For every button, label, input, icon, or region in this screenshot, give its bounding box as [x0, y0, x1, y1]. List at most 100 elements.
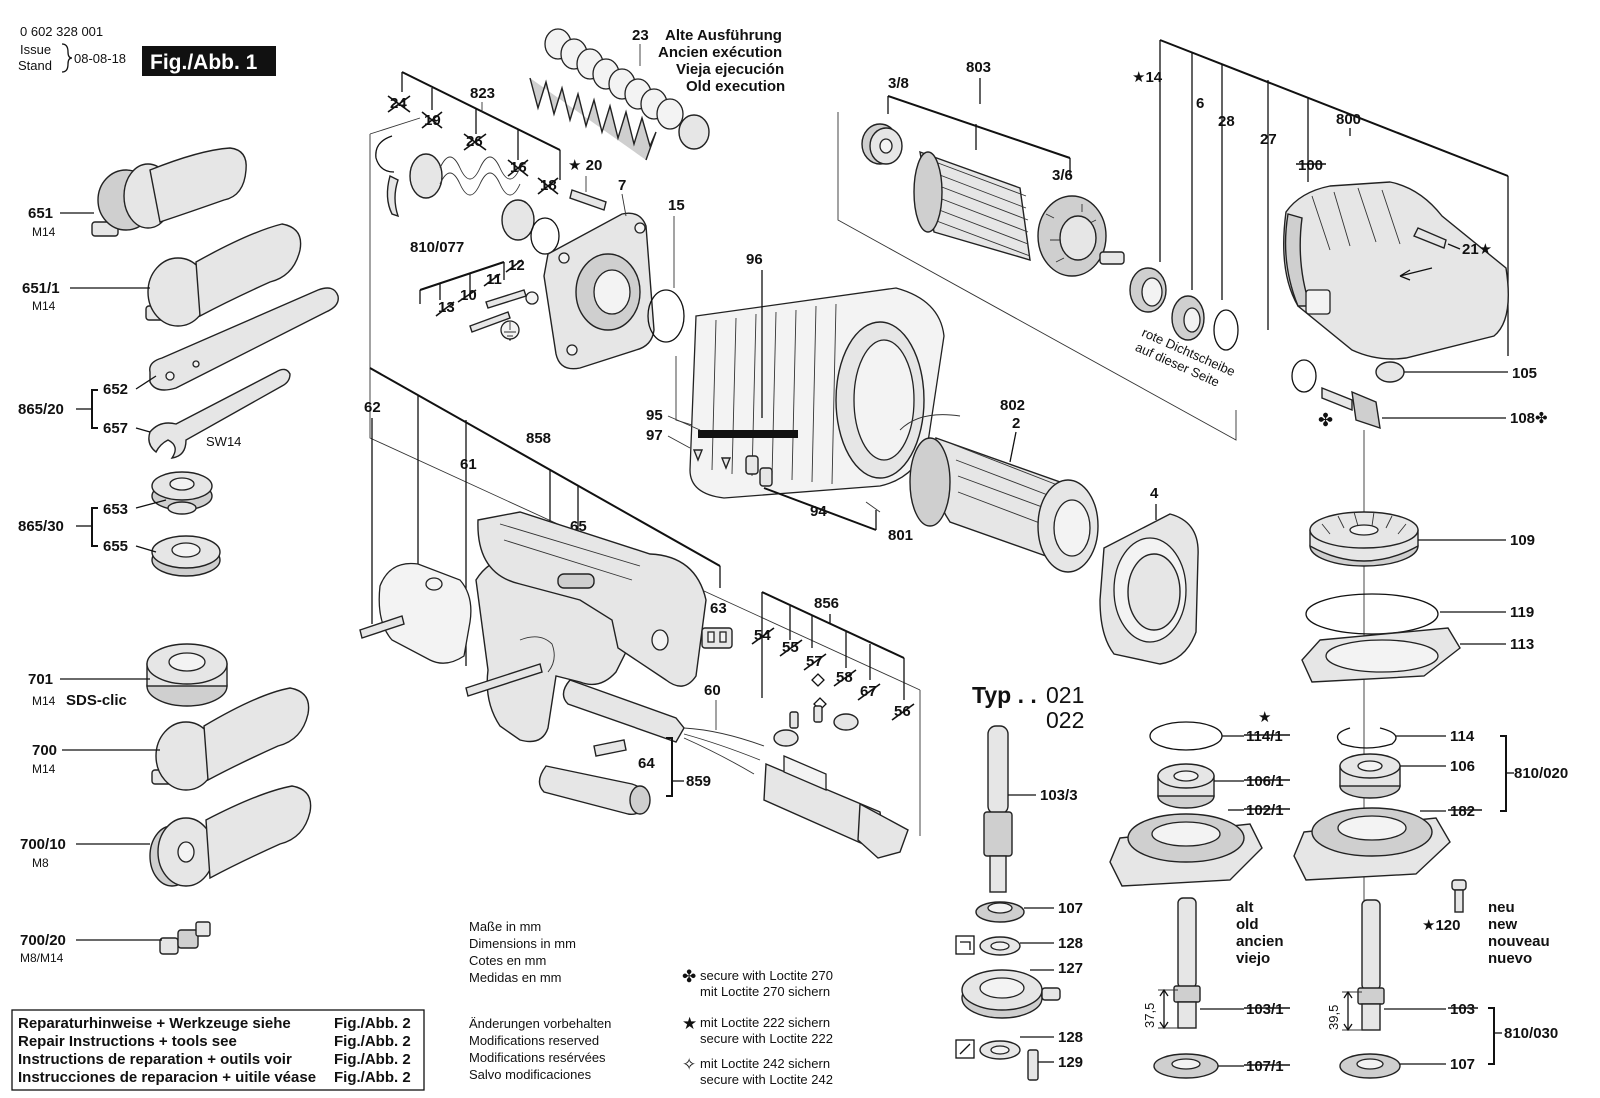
flange-653	[151, 471, 213, 515]
label-107-b: 107	[1450, 1056, 1475, 1073]
label-97: 97	[646, 427, 663, 444]
legend-symbol-270: ✤	[682, 967, 696, 986]
label-sds-clic: SDS-clic	[66, 692, 127, 709]
label-810-030: 810/030	[1504, 1025, 1558, 1042]
dimension-notes: Maße in mm Dimensions in mm Cotes en mm …	[469, 919, 611, 1082]
label-700-thread: M14	[32, 762, 56, 776]
label-119: 119	[1510, 604, 1534, 621]
old-bearing-column: ★ 114/1 106/1 102/1 alt old ancien viejo…	[1109, 709, 1290, 1079]
label-700-20-thread: M8/M14	[20, 951, 64, 965]
issue-label: Issue	[20, 42, 51, 57]
legend-242-line-2: secure with Loctite 242	[700, 1072, 833, 1087]
header: 0 602 328 001 Issue Stand 08-08-18 Fig./…	[18, 24, 276, 76]
label-108-star: ✤	[1318, 410, 1333, 430]
legend-222-line-1: mit Loctite 222 sichern	[700, 1015, 830, 1030]
legend-270-line-2: mit Loctite 270 sichern	[700, 984, 830, 999]
armature-803: 803 3/8 3/6	[837, 59, 1237, 441]
label-20: ★ 20	[568, 157, 602, 174]
label-12: 12	[508, 257, 525, 274]
label-701-thread: M14	[32, 694, 56, 708]
gear-109-assembly: 109 119 113	[1301, 511, 1535, 683]
old-label-2: old	[1236, 916, 1259, 933]
issue-brace	[61, 43, 73, 73]
label-651: 651	[28, 205, 53, 222]
label-27: 27	[1260, 131, 1277, 148]
part-number: 0 602 328 001	[20, 24, 103, 39]
repair-line-1-ref: Fig./Abb. 2	[334, 1015, 411, 1032]
old-execution-es: Vieja ejecución	[676, 61, 784, 78]
old-execution-fr: Ancien exécution	[658, 44, 782, 61]
old-label-3: ancien	[1236, 933, 1284, 950]
new-label-2: new	[1488, 916, 1518, 933]
label-100: 100	[1298, 157, 1323, 174]
repair-line-3: Instructions de reparation + outils voir	[18, 1051, 292, 1068]
side-handle-700-10	[149, 785, 312, 887]
label-4: 4	[1150, 485, 1159, 502]
legend-222-line-2: secure with Loctite 222	[700, 1031, 833, 1046]
label-95: 95	[646, 407, 663, 424]
repair-line-2: Repair Instructions + tools see	[18, 1033, 237, 1050]
label-21: 21★	[1462, 241, 1492, 258]
side-handle-700	[151, 687, 310, 791]
label-sw14: SW14	[206, 434, 241, 449]
typ-label: Typ . . 021 022	[972, 682, 1084, 733]
label-865-20: 865/20	[18, 401, 64, 418]
label-700-10: 700/10	[20, 836, 66, 853]
legend-symbol-222: ★	[682, 1014, 697, 1033]
repair-line-4-ref: Fig./Abb. 2	[334, 1069, 411, 1086]
label-107-a: 107	[1058, 900, 1083, 917]
spindle-column-typ: 103/3 107 128 127 128 129	[955, 725, 1083, 1081]
side-handle-651-1	[145, 223, 302, 327]
label-823: 823	[470, 85, 495, 102]
label-652: 652	[103, 381, 128, 398]
label-105: 105	[1512, 365, 1537, 382]
label-859: 859	[686, 773, 711, 790]
label-109: 109	[1510, 532, 1535, 549]
dimension-37-5: 37,5	[1142, 1003, 1157, 1028]
figure-tag: Fig./Abb. 1	[150, 51, 258, 74]
housing-switch-assembly: 62 61 858 65 63 60 64 859	[359, 367, 921, 859]
label-701: 701	[28, 671, 53, 688]
label-655: 655	[103, 538, 128, 555]
label-108: 108✤	[1510, 410, 1548, 427]
typ-022: 022	[1046, 707, 1084, 733]
label-120: ★120	[1422, 917, 1460, 934]
legend-270-line-1: secure with Loctite 270	[700, 968, 833, 983]
label-103-3: 103/3	[1040, 787, 1078, 804]
mod-note-es: Salvo modificaciones	[469, 1067, 592, 1082]
figure-tag-bg	[142, 46, 276, 76]
label-3-8: 3/8	[888, 75, 909, 92]
label-6: 6	[1196, 95, 1204, 112]
label-14: ★14	[1132, 69, 1163, 86]
repair-line-3-ref: Fig./Abb. 2	[334, 1051, 411, 1068]
label-651-thread: M14	[32, 225, 56, 239]
old-label-4: viejo	[1236, 950, 1270, 967]
repair-line-4: Instrucciones de reparacion + uitile véa…	[18, 1069, 316, 1086]
typ-text: Typ . .	[972, 682, 1037, 708]
loctite-legend: ✤ secure with Loctite 270 mit Loctite 27…	[682, 967, 833, 1087]
label-61: 61	[460, 456, 477, 473]
label-2: 2	[1012, 415, 1020, 432]
label-700-20: 700/20	[20, 932, 66, 949]
flange-655	[151, 535, 221, 577]
label-102-1: 102/1	[1246, 802, 1284, 819]
label-865-30: 865/30	[18, 518, 64, 535]
left-accessories: 651 M14 651/1 M14 SW14 865/20 652 657	[18, 147, 339, 965]
label-129: 129	[1058, 1054, 1083, 1071]
repair-line-2-ref: Fig./Abb. 2	[334, 1033, 411, 1050]
spindle-lock-assembly: 823 24 19 26 16 18 ★ 20 7	[369, 71, 921, 691]
stator-housing-96: 96 95 97 94 801	[646, 251, 961, 544]
dim-note-en: Dimensions in mm	[469, 936, 576, 951]
old-execution-note: Alte Ausführung Ancien exécution Vieja e…	[632, 27, 785, 95]
label-651-1-thread: M14	[32, 299, 56, 313]
label-60: 60	[704, 682, 721, 699]
label-657: 657	[103, 420, 128, 437]
new-label-4: nuevo	[1488, 950, 1532, 967]
gear-head-800: ★14 6 28 27 800 100 rote Dichtscheibe au…	[1129, 39, 1548, 960]
open-spanner-657	[148, 368, 291, 459]
label-128-a: 128	[1058, 935, 1083, 952]
label-15: 15	[668, 197, 685, 214]
label-63: 63	[710, 600, 727, 617]
issue-date: 08-08-18	[74, 51, 126, 66]
label-64: 64	[638, 755, 655, 772]
